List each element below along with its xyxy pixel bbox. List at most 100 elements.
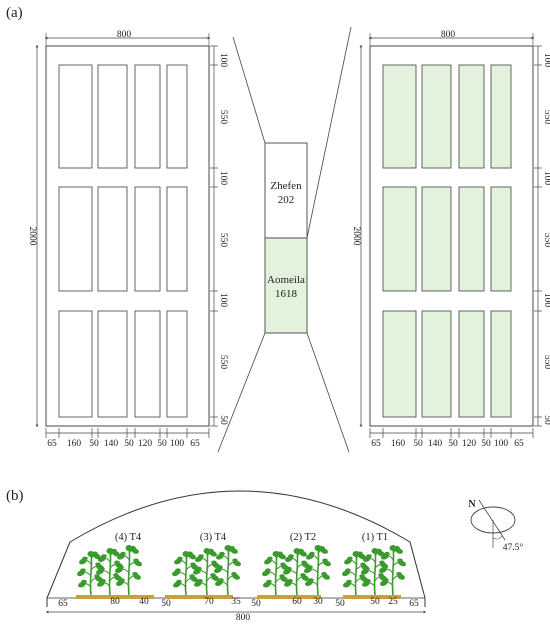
right-vdim-label-5: 550 xyxy=(542,355,550,370)
ground-dim-4: 70 xyxy=(204,597,214,607)
right-plot-r2-c2 xyxy=(458,310,485,418)
plant-7 xyxy=(283,548,310,596)
left-plot-r2-c3 xyxy=(166,310,188,418)
left-plot-r1-c3 xyxy=(166,186,188,292)
right-plot-r0-c3 xyxy=(490,64,512,169)
ground-dim-8: 30 xyxy=(313,597,323,607)
left-vdim-label-0: 100 xyxy=(218,53,228,68)
left-vdim-label-2: 100 xyxy=(218,171,228,186)
plant-5 xyxy=(214,545,241,596)
variety-1-name: Zhefen xyxy=(270,180,302,192)
connector-bottom-left xyxy=(217,332,266,453)
left-field-layout: 800 2000 100 550 100 550 100 550 50 65 1… xyxy=(27,30,228,449)
right-width-label: 800 xyxy=(441,30,456,40)
left-plot-r2-c1 xyxy=(97,310,128,418)
left-hdim-label-5: 120 xyxy=(138,439,153,449)
ground-dim-12: 65 xyxy=(409,599,419,609)
ground-dim-7: 60 xyxy=(292,597,302,607)
right-hdim-label-5: 120 xyxy=(462,439,477,449)
left-vdim-label-5: 550 xyxy=(218,355,228,370)
variety-box-zhefen xyxy=(264,142,308,239)
right-plot-r1-c3 xyxy=(490,186,512,292)
right-vdim-label-2: 100 xyxy=(542,171,550,186)
left-width-label: 800 xyxy=(117,30,132,40)
left-hdim-label-0: 65 xyxy=(47,439,57,449)
left-plot-r0-c1 xyxy=(97,64,128,169)
left-plot-r1-c2 xyxy=(134,186,161,292)
left-plot-r1-c1 xyxy=(97,186,128,292)
plant-0 xyxy=(77,551,104,596)
right-plot-r0-c2 xyxy=(458,64,485,169)
left-plot-r2-c2 xyxy=(134,310,161,418)
right-vdim-label-1: 550 xyxy=(542,110,550,125)
right-plot-r1-c1 xyxy=(421,186,452,292)
connector-top-left xyxy=(232,36,266,144)
left-plot-r0-c0 xyxy=(58,64,93,169)
plant-4 xyxy=(193,548,220,596)
variety-1-code: 202 xyxy=(278,194,295,206)
angle-label: 47.5° xyxy=(503,542,524,553)
treatment-label-3: (1) T1 xyxy=(362,532,388,543)
right-hdim-label-4: 50 xyxy=(448,439,458,449)
plant-11 xyxy=(379,545,406,596)
left-vdim-label-1: 550 xyxy=(218,110,228,125)
north-label: N xyxy=(468,499,476,510)
right-plot-r0-c1 xyxy=(421,64,452,169)
plant-2 xyxy=(115,545,142,596)
left-hdim-label-6: 50 xyxy=(157,439,167,449)
ground-dim-5: 35 xyxy=(231,597,241,607)
left-vdim-label-3: 550 xyxy=(218,233,228,248)
ground-dim-2: 40 xyxy=(139,597,149,607)
left-plot-r0-c3 xyxy=(166,64,188,169)
right-hdim-label-8: 65 xyxy=(514,439,524,449)
greenhouse-arch xyxy=(46,490,426,607)
plant-1 xyxy=(96,548,123,596)
plant-9 xyxy=(342,551,369,596)
ground-dim-0: 65 xyxy=(58,599,68,609)
ground-dim-9: 50 xyxy=(335,599,345,609)
right-plot-r2-c0 xyxy=(382,310,417,418)
right-plot-r2-c1 xyxy=(421,310,452,418)
right-plot-r2-c3 xyxy=(490,310,512,418)
right-vdim-label-4: 100 xyxy=(542,293,550,308)
left-plot-r0-c2 xyxy=(134,64,161,169)
treatment-label-0: (4) T4 xyxy=(115,532,142,543)
right-vdim-label-0: 100 xyxy=(542,53,550,68)
right-field-layout: 800 2000 100 550 100 550 100 550 50 65 1… xyxy=(351,30,550,449)
left-vdim-label-4: 100 xyxy=(218,293,228,308)
angle-arc xyxy=(492,535,503,540)
left-hdim-label-3: 140 xyxy=(104,439,119,449)
ground-dim-10: 50 xyxy=(370,597,380,607)
right-plot-r1-c0 xyxy=(382,186,417,292)
treatment-label-2: (2) T2 xyxy=(290,532,316,543)
variety-2-name: Aomeila xyxy=(267,274,305,286)
left-plot-r2-c0 xyxy=(58,310,93,418)
left-field-outline xyxy=(45,45,210,427)
compass-needle xyxy=(478,499,506,541)
panel-b-label: (b) xyxy=(6,488,24,504)
right-plot-r0-c0 xyxy=(382,64,417,169)
left-hdim-label-4: 50 xyxy=(124,439,134,449)
plant-8 xyxy=(304,545,331,596)
panel-a-label: (a) xyxy=(6,5,23,21)
compass-orientation: N 47.5° xyxy=(468,499,523,553)
right-plot-r1-c2 xyxy=(458,186,485,292)
ground-dim-1: 80 xyxy=(110,597,120,607)
variety-2-code: 1618 xyxy=(275,288,298,300)
variety-box-aomeila xyxy=(264,237,308,334)
variety-legend: Zhefen 202 Aomeila 1618 xyxy=(217,26,352,453)
ground-dim-11: 25 xyxy=(388,597,398,607)
left-hdim-label-8: 65 xyxy=(190,439,200,449)
left-hdim-label-7: 100 xyxy=(170,439,185,449)
soil-bed-1 xyxy=(165,595,233,599)
connector-bottom-right xyxy=(306,332,350,453)
soil-bed-3 xyxy=(343,595,401,599)
greenhouse-section: (4) T4 (3) T4 (2) T2 (1) T1 65 80 40 50 … xyxy=(45,490,427,623)
ground-dim-6: 50 xyxy=(251,599,261,609)
ground-dim-3: 50 xyxy=(161,599,171,609)
left-vdim-label-6: 50 xyxy=(218,415,228,425)
right-vdim-label-3: 550 xyxy=(542,233,550,248)
right-hdim-label-1: 160 xyxy=(391,439,406,449)
